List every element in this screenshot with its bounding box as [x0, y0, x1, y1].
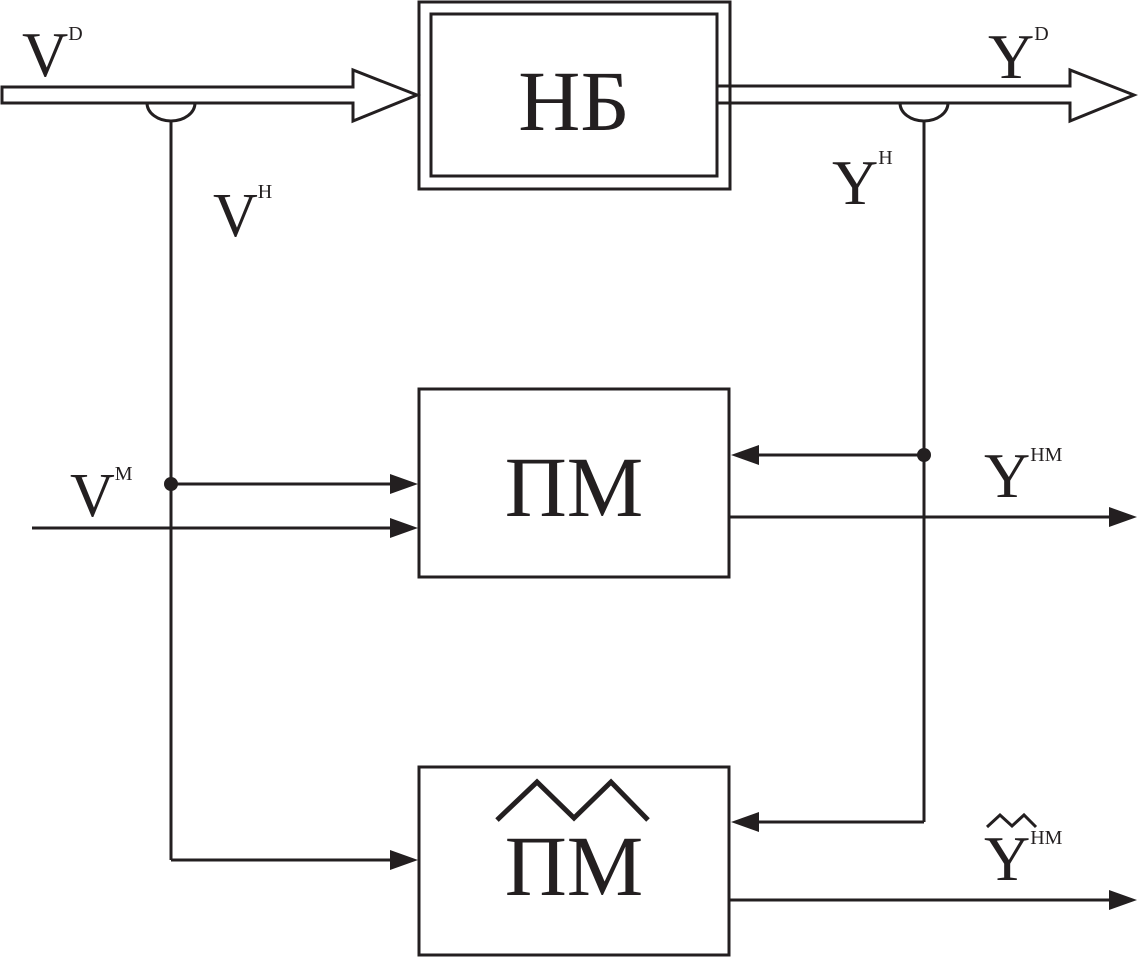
yhm-output	[729, 507, 1137, 527]
double-arrow-shape	[717, 67, 1138, 124]
yhm-label: YHM	[984, 440, 1063, 511]
yh-label: YH	[832, 147, 893, 218]
tap-hook	[145, 102, 197, 123]
estimate-hat-mark	[495, 778, 650, 822]
yhm-est-label-group: YHM	[984, 812, 1063, 894]
double-arrow-shape	[0, 67, 422, 124]
vh-label: VH	[213, 181, 272, 250]
vd-label: VD	[22, 19, 83, 90]
estimate-hat-mark	[985, 812, 1038, 829]
yh-branch	[731, 120, 931, 832]
plant-block-inner-border	[429, 12, 719, 178]
vm-input	[32, 518, 418, 538]
estimated-model-block: ПМ	[417, 765, 731, 957]
arrowhead	[731, 812, 759, 832]
model-block: ПМ	[417, 387, 731, 579]
yhm-est-label: YHM	[984, 823, 1063, 894]
estimated-model-block-border	[417, 765, 731, 957]
arrowhead	[390, 474, 418, 494]
vh-branch	[164, 120, 418, 870]
output-yd-arrow	[717, 67, 1138, 124]
tap-hook	[898, 102, 950, 123]
model-block-border	[417, 387, 731, 579]
arrowhead	[731, 445, 759, 465]
arrowhead	[390, 850, 418, 870]
arrowhead	[1109, 507, 1137, 527]
plant-block: НБ	[417, 0, 732, 191]
vm-label: VM	[70, 462, 133, 530]
plant-block-label: НБ	[518, 53, 630, 149]
model-block-label: ПМ	[505, 439, 644, 535]
arrowhead	[390, 518, 418, 538]
yhm-est-output	[729, 890, 1137, 910]
estimated-model-block-label: ПМ	[505, 818, 644, 914]
arrowhead	[1109, 890, 1137, 910]
yd-label: YD	[988, 21, 1049, 92]
